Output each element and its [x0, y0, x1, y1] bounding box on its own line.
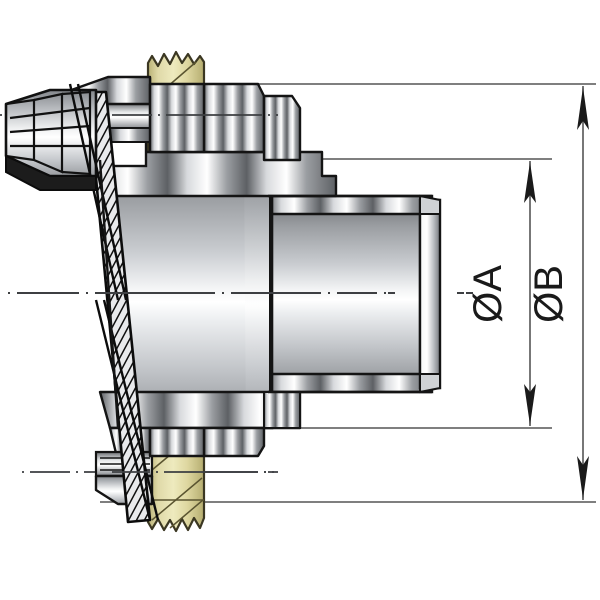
nozzle-rim-top [266, 194, 434, 216]
dim-a-label: ØA [466, 265, 510, 323]
flange-bottom-step [263, 391, 301, 429]
nozzle-chamfer-bottom-right [419, 373, 441, 394]
dim-a-arrow-top [524, 162, 536, 203]
dimension-group-a: ØA [290, 158, 552, 429]
nozzle-chamfer-top-right [419, 194, 441, 215]
flange-bottom-span [148, 426, 206, 458]
dim-b-label: ØB [527, 265, 571, 323]
dim-b-arrow-bottom [577, 456, 589, 499]
flange-top-right-rim [202, 82, 266, 154]
centerlines-overlay [8, 114, 492, 473]
part-nozzle [266, 194, 442, 394]
dim-a-arrow-bottom [524, 384, 536, 425]
clamp-notch [5, 154, 97, 191]
flange-bottom-right-rim [202, 426, 266, 458]
flange-top-step [262, 94, 302, 162]
dim-b-arrow-top [577, 87, 589, 130]
flange-top-shoulder [148, 82, 206, 154]
nozzle-rim-bottom [266, 372, 434, 394]
nozzle-end-face [418, 198, 442, 390]
